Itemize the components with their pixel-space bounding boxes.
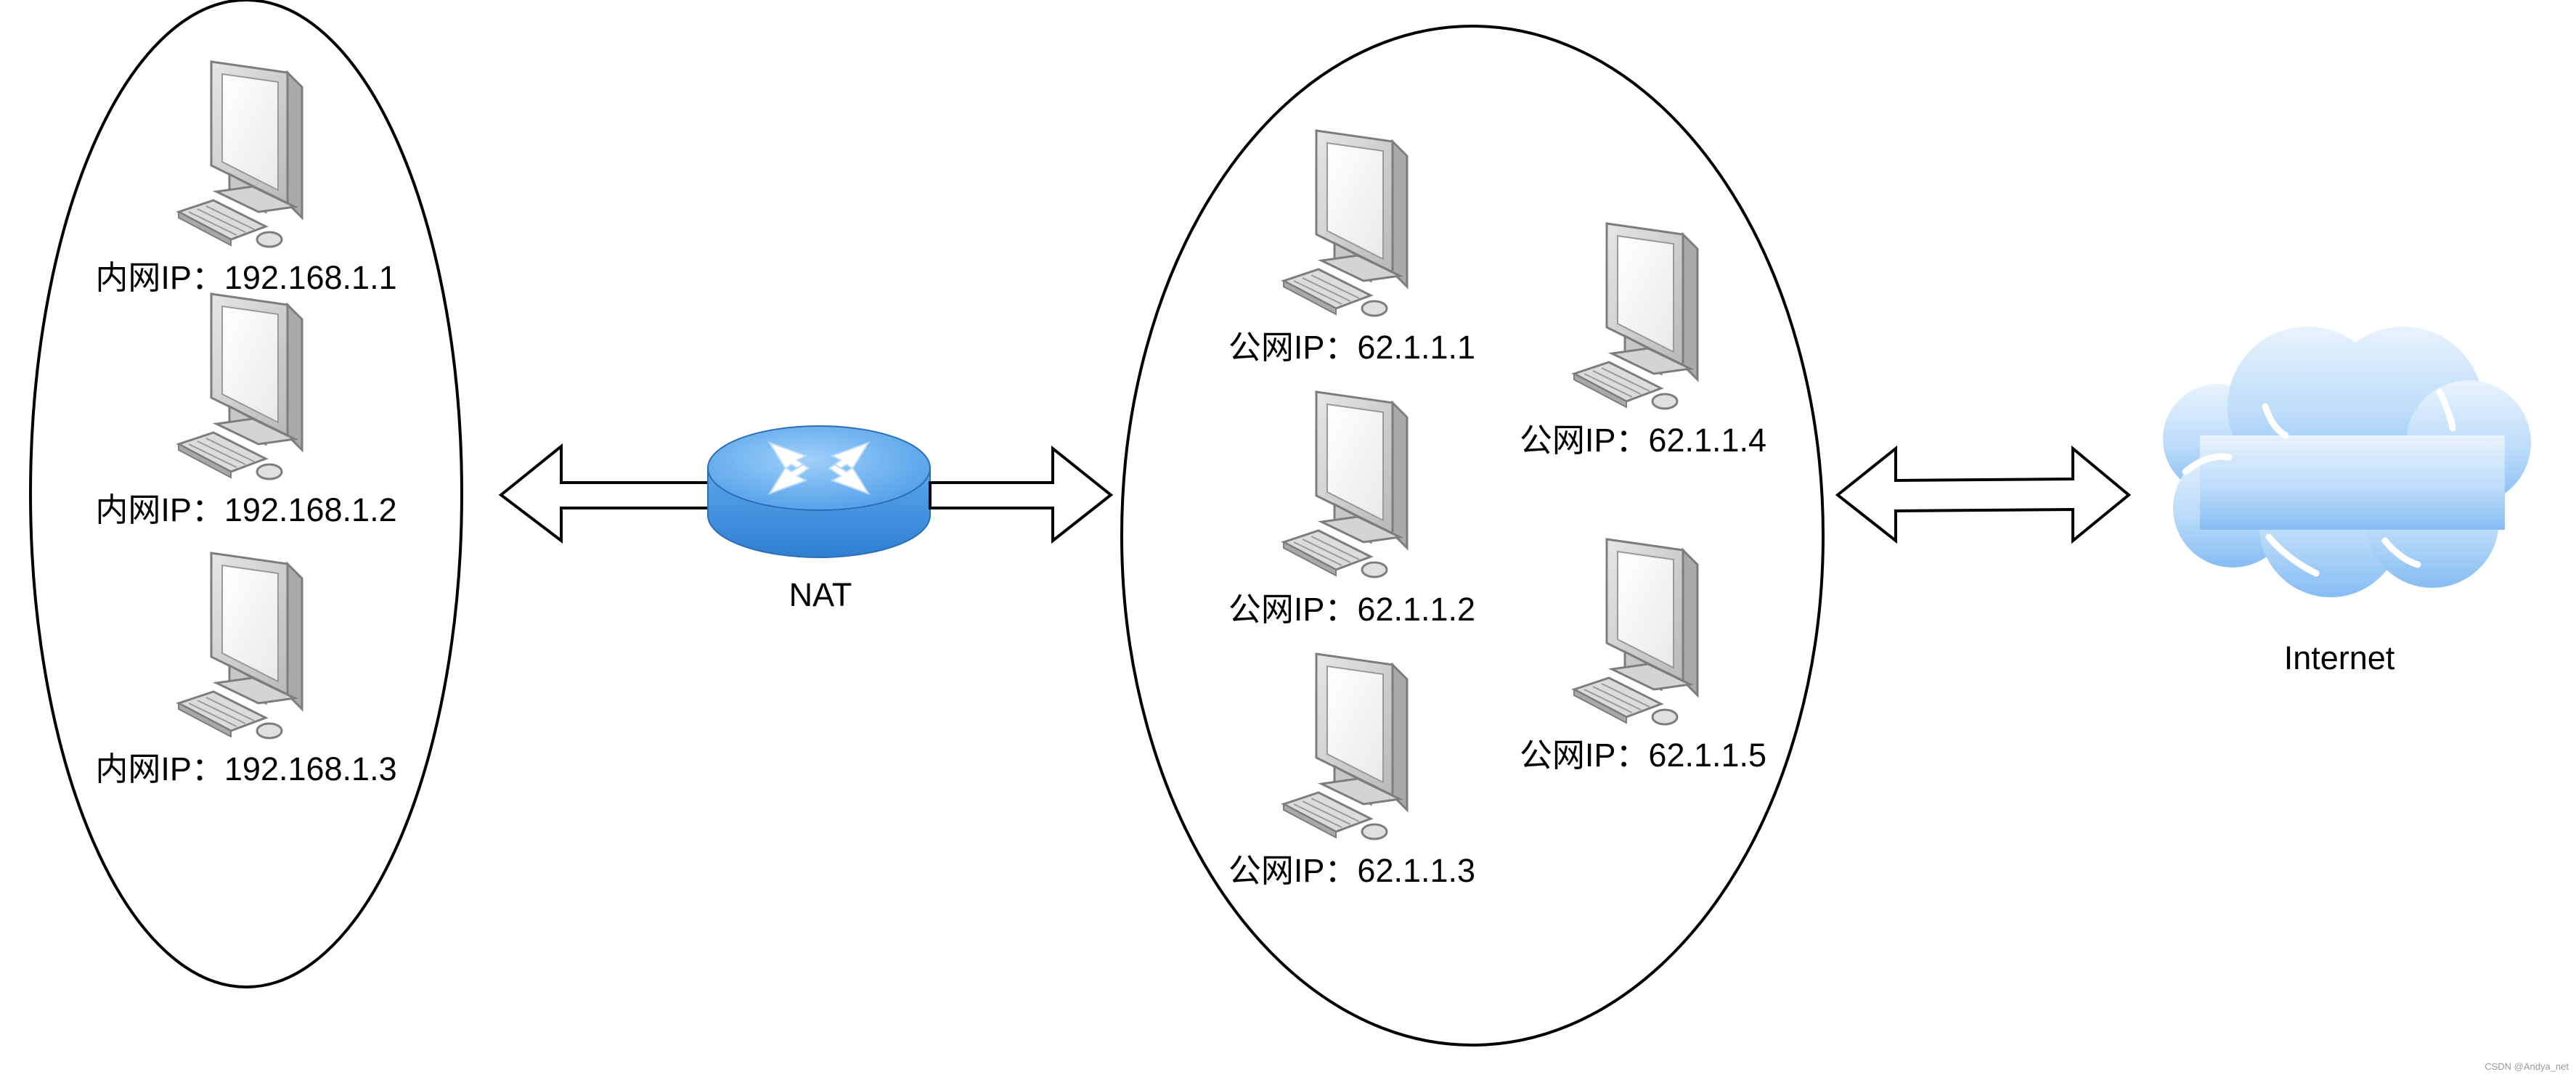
public-pc-1: 公网IP：62.1.1.1 bbox=[1228, 129, 1475, 366]
watermark: CSDN @Andya_net bbox=[2485, 1061, 2569, 1072]
arrow-nat-to-public bbox=[929, 445, 1114, 544]
public-pc-3-label: 公网IP：62.1.1.3 bbox=[1228, 852, 1475, 889]
cloud-icon bbox=[2163, 327, 2531, 597]
internet: Internet bbox=[2163, 327, 2531, 676]
arrow-private-to-nat bbox=[498, 443, 727, 544]
public-pc-4: 公网IP：62.1.1.4 bbox=[1520, 222, 1766, 459]
private-pc-3-label: 内网IP：192.168.1.3 bbox=[95, 750, 396, 787]
desktop-computer-icon bbox=[177, 292, 303, 480]
private-pc-2-label: 内网IP：192.168.1.2 bbox=[95, 491, 396, 528]
private-network-ellipse bbox=[29, 0, 463, 988]
private-pc-2: 内网IP：192.168.1.2 bbox=[95, 292, 397, 528]
public-pc-3: 公网IP：62.1.1.3 bbox=[1228, 652, 1475, 889]
public-pc-5-label: 公网IP：62.1.1.5 bbox=[1520, 737, 1766, 774]
public-pc-5: 公网IP：62.1.1.5 bbox=[1520, 538, 1766, 774]
nat-router: NAT bbox=[707, 425, 931, 613]
desktop-computer-icon bbox=[1573, 222, 1699, 410]
public-pc-2: 公网IP：62.1.1.2 bbox=[1228, 390, 1475, 628]
desktop-computer-icon bbox=[177, 60, 303, 248]
desktop-computer-icon bbox=[177, 552, 303, 740]
desktop-computer-icon bbox=[1282, 652, 1409, 840]
desktop-computer-icon bbox=[1573, 538, 1699, 726]
private-pc-1: 内网IP：192.168.1.1 bbox=[95, 60, 397, 296]
private-pc-1-label: 内网IP：192.168.1.1 bbox=[95, 259, 396, 296]
desktop-computer-icon bbox=[1282, 129, 1409, 317]
public-pc-1-label: 公网IP：62.1.1.1 bbox=[1228, 329, 1475, 366]
router-icon bbox=[707, 425, 931, 558]
private-pc-3: 内网IP：192.168.1.3 bbox=[95, 552, 397, 787]
arrow-public-to-internet bbox=[1835, 445, 2132, 544]
internet-label: Internet bbox=[2284, 639, 2395, 676]
public-pc-2-label: 公网IP：62.1.1.2 bbox=[1228, 591, 1475, 628]
nat-label: NAT bbox=[789, 576, 852, 613]
public-pc-4-label: 公网IP：62.1.1.4 bbox=[1520, 422, 1766, 459]
public-network-ellipse bbox=[1120, 25, 1825, 1047]
desktop-computer-icon bbox=[1282, 390, 1409, 578]
